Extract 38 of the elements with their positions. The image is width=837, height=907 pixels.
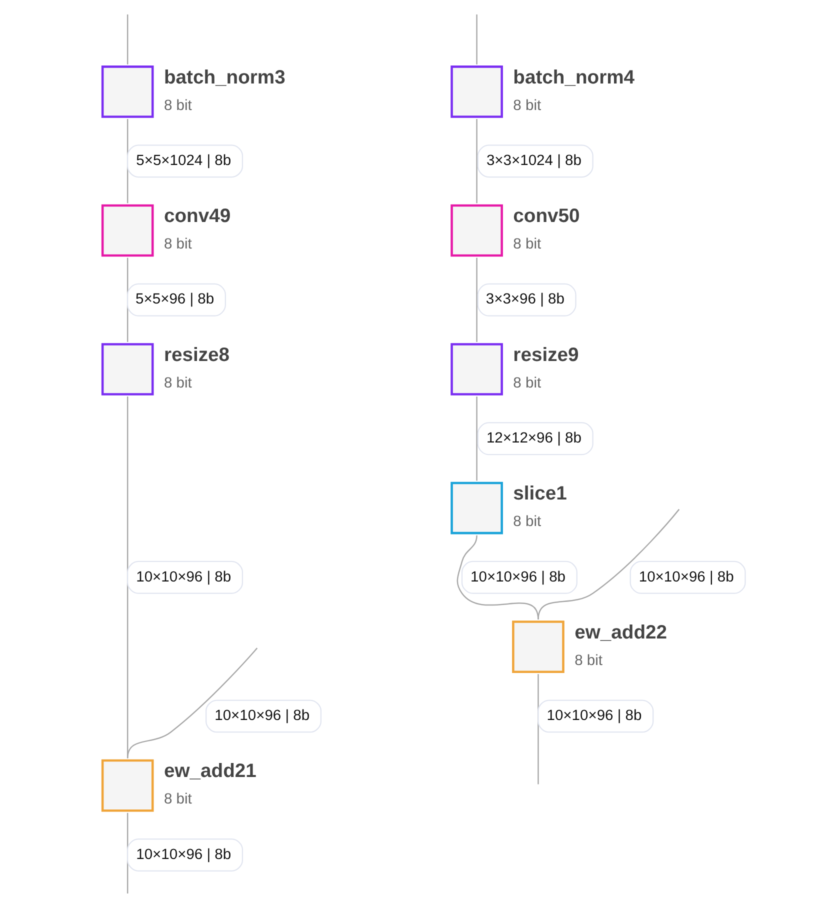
edge-label: 10×10×96 | 8b	[546, 708, 642, 724]
node-label: conv50	[513, 206, 580, 227]
node-label: 8 bit	[164, 97, 192, 114]
node-label: conv49	[164, 206, 231, 227]
edge-label: 12×12×96 | 8b	[486, 430, 582, 446]
node-label: 8 bit	[513, 514, 542, 530]
connector	[538, 508, 680, 620]
node-label: ew_add21	[164, 760, 256, 782]
edge-label: 10×10×96 | 8b	[214, 708, 310, 724]
node-label: ew_add22	[574, 622, 668, 643]
node-label: 8 bit	[574, 652, 603, 668]
edge-label: 10×10×96 | 8b	[470, 568, 566, 585]
connector	[476, 118, 478, 203]
connector	[476, 396, 478, 480]
edge-label: 5×5×96 | 8b	[136, 291, 214, 308]
connector	[538, 674, 539, 784]
node-label: resize8	[164, 344, 230, 366]
edge-label: 3×3×96 | 8b	[486, 291, 564, 308]
node-label: 8 bit	[513, 97, 542, 114]
node-label: resize9	[513, 344, 579, 366]
connector	[126, 14, 128, 64]
node-label: 8 bit	[513, 236, 542, 252]
connector	[126, 647, 258, 758]
node-label: 8 bit	[164, 374, 192, 391]
node-label: batch_norm3	[164, 66, 286, 88]
node-label: batch_norm4	[513, 66, 635, 88]
edge-label: 10×10×96 | 8b	[638, 568, 734, 585]
connector	[476, 257, 478, 342]
edge-label: 10×10×96 | 8b	[136, 568, 232, 585]
node-label: 8 bit	[164, 791, 192, 808]
edge-label: 5×5×1024 | 8b	[136, 152, 232, 168]
edge-label: 10×10×96 | 8b	[136, 846, 232, 862]
node-label: 8 bit	[164, 236, 192, 252]
node-label: 8 bit	[513, 374, 542, 391]
node-label: slice1	[513, 483, 567, 504]
connector	[456, 534, 539, 620]
edge-label: 3×3×1024 | 8b	[486, 152, 582, 168]
connector	[476, 14, 478, 64]
